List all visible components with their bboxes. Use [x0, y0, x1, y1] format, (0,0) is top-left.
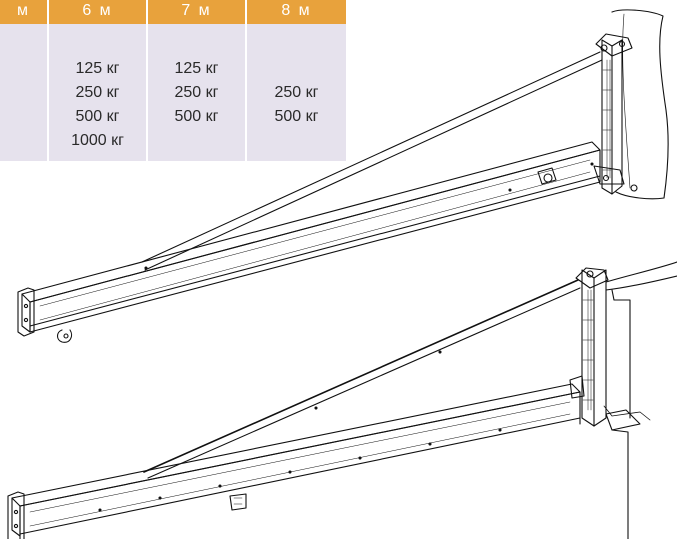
capacity-value: 125 кг [174, 60, 219, 77]
capacity-value: 500 кг [174, 108, 219, 125]
capacity-value: 250 кг [274, 84, 319, 101]
load-capacity-table: м 6 м 7 м 8 м 125 кг 250 кг 500 кг 1000 … [0, 0, 346, 161]
column-body-partial [0, 24, 47, 161]
column-body-6m: 125 кг 250 кг 500 кг 1000 кг [49, 24, 146, 161]
capacity-value: 500 кг [75, 108, 120, 125]
capacity-value: 125 кг [75, 60, 120, 77]
column-header-7m: 7 м [148, 0, 245, 24]
capacity-value: 250 кг [174, 84, 219, 101]
capacity-value: 1000 кг [71, 132, 124, 149]
column-body-8m: 250 кг 500 кг [247, 24, 346, 161]
capacity-value: 500 кг [274, 108, 319, 125]
jib-crane-column-mounted [7, 261, 677, 539]
capacity-value: 250 кг [75, 84, 120, 101]
column-header-6m: 6 м [49, 0, 146, 24]
column-body-7m: 125 кг 250 кг 500 кг [148, 24, 245, 161]
column-header-8m: 8 м [247, 0, 346, 24]
column-header-partial: м [0, 0, 47, 24]
jib-crane-wall-mounted [17, 9, 669, 343]
